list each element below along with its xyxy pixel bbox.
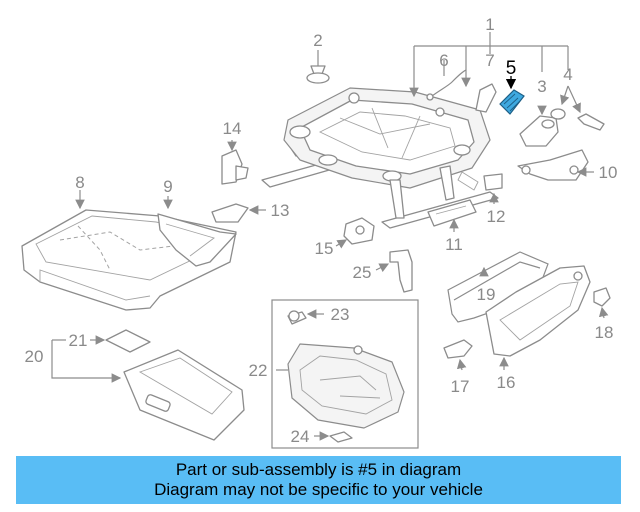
part-1-leaders — [409, 32, 569, 98]
callout-5: 5 — [506, 58, 517, 79]
callout-23: 23 — [331, 305, 350, 324]
part-7-bracket — [475, 83, 497, 113]
part-13-bracket — [211, 203, 266, 223]
callout-18: 18 — [595, 323, 614, 342]
callout-2: 2 — [313, 31, 322, 50]
part-15-bracket — [335, 217, 375, 249]
callout-13: 13 — [271, 201, 290, 220]
part-21-pad — [90, 329, 151, 353]
sub-assembly-box — [271, 299, 419, 449]
part-6-cable — [426, 60, 467, 101]
callout-14: 14 — [223, 119, 242, 138]
callout-11: 11 — [445, 235, 463, 254]
callout-17: 17 — [451, 377, 470, 396]
callout-15: 15 — [315, 239, 334, 258]
part-9-cushion-pad — [157, 196, 237, 267]
callout-1: 1 — [485, 15, 494, 34]
callout-9: 9 — [163, 177, 172, 196]
callout-3: 3 — [537, 77, 546, 96]
callout-6: 6 — [439, 51, 448, 70]
part-4-fasteners — [550, 85, 605, 131]
part-12-plate — [483, 173, 503, 204]
callout-4: 4 — [563, 65, 572, 84]
part-14-bracket — [221, 140, 249, 185]
part-25-bracket — [375, 249, 413, 293]
callout-19: 19 — [477, 285, 496, 304]
callout-7: 7 — [485, 51, 494, 70]
part-20-tray — [51, 339, 245, 441]
part-10-side-bracket — [517, 149, 594, 181]
part-3-housing — [519, 105, 559, 147]
banner-line-1: Part or sub-assembly is #5 in diagram — [175, 460, 462, 479]
callout-labels: 1 2 5 6 7 3 4 14 10 8 9 13 12 15 11 25 1… — [25, 15, 618, 446]
callout-20: 20 — [25, 347, 44, 366]
callout-12: 12 — [487, 207, 506, 226]
part-18-clip — [593, 287, 611, 319]
callout-22: 22 — [249, 361, 268, 380]
banner-line-2: Diagram may not be specific to your vehi… — [154, 480, 483, 499]
part-17-bracket — [443, 339, 473, 371]
info-banner: Part or sub-assembly is #5 in diagram Di… — [16, 456, 621, 504]
callout-21: 21 — [69, 331, 88, 350]
part-11-trim — [427, 199, 477, 232]
callout-16: 16 — [497, 373, 516, 392]
callout-8: 8 — [75, 173, 84, 192]
part-2-clip — [306, 50, 330, 84]
callout-24: 24 — [291, 427, 310, 446]
part-16-side-shield — [485, 265, 591, 370]
callout-25: 25 — [353, 263, 372, 282]
callout-10: 10 — [599, 163, 618, 182]
part-5-highlighted — [499, 76, 525, 115]
seat-frame-drawing — [261, 87, 499, 229]
